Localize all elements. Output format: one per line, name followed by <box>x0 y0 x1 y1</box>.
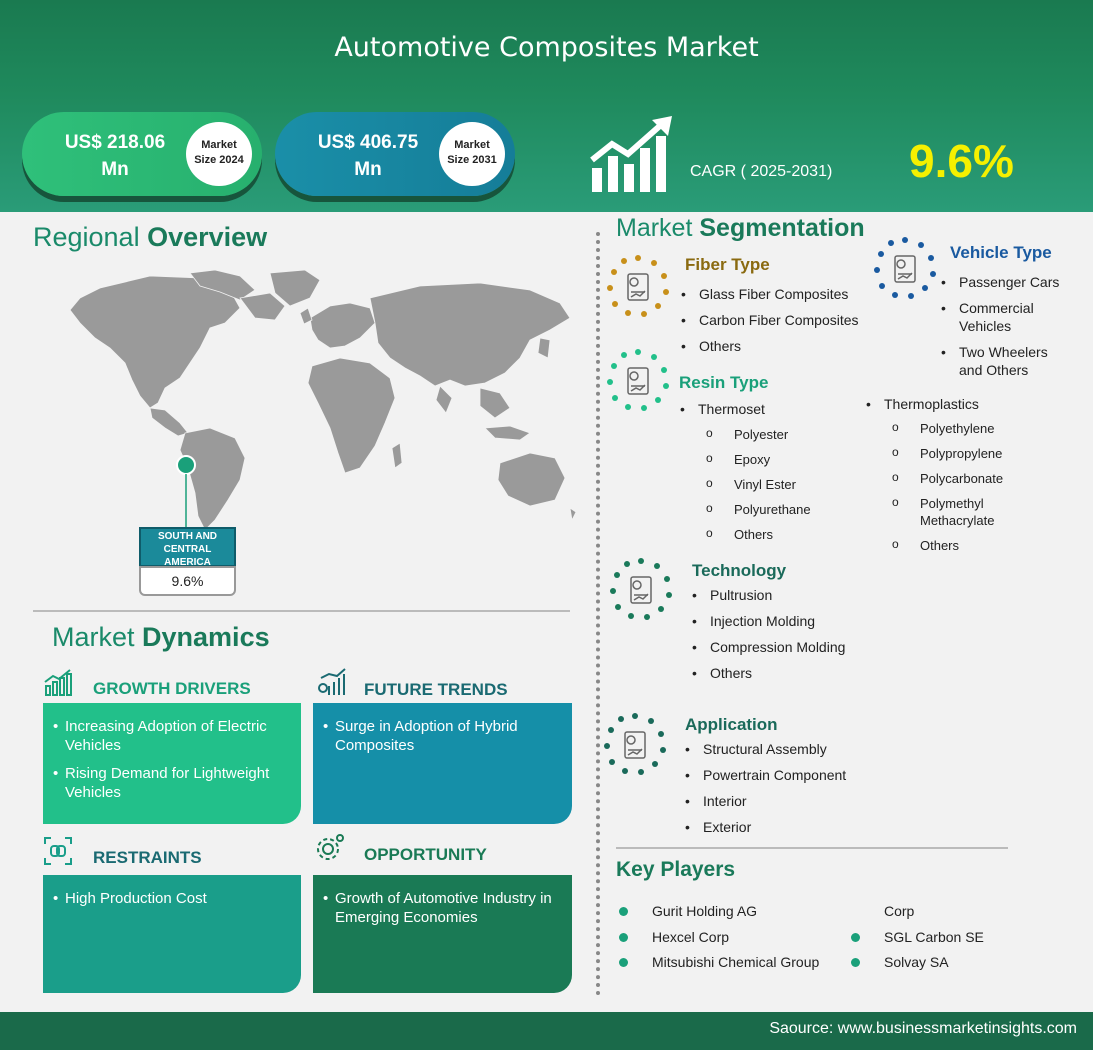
cagr-label: CAGR ( 2025-2031) <box>690 163 833 180</box>
header-banner: Automotive Composites Market US$ 218.06 … <box>0 0 1093 212</box>
list-item: Passenger Cars <box>941 273 1071 291</box>
regional-overview-title: Regional Overview <box>33 222 268 252</box>
technology-report-icon <box>610 558 672 620</box>
key-player-item: Corp <box>884 903 915 919</box>
market-size-2024-card: US$ 218.06 Mn Market Size 2024 <box>22 112 262 196</box>
list-item: Others <box>892 536 1042 554</box>
trend-analysis-icon <box>318 668 346 695</box>
key-player-item: Hexcel Corp <box>652 929 730 945</box>
list-item: Vinyl Ester <box>706 475 846 493</box>
list-item: Commercial Vehicles <box>941 299 1071 335</box>
list-item: Interior <box>685 792 875 810</box>
key-player-item: Gurit Holding AG <box>652 903 758 919</box>
vertical-divider <box>596 232 600 996</box>
section-divider <box>33 610 570 612</box>
gear-icon <box>317 834 344 860</box>
list-item: Others <box>706 525 846 543</box>
bullet-dot <box>619 958 628 967</box>
restraints-card: High Production Cost <box>43 875 301 993</box>
market-size-2024-value: US$ 218.06 Mn <box>64 132 166 180</box>
vehicle-type-report-icon <box>874 237 936 299</box>
market-dynamics-title: Market Dynamics <box>52 622 270 652</box>
bullet-dot <box>619 933 628 942</box>
key-player-item: Solvay SA <box>884 954 949 970</box>
chain-link-icon <box>44 837 72 865</box>
fiber-type-title: Fiber Type <box>685 255 770 274</box>
list-item: Rising Demand for Lightweight Vehicles <box>53 764 291 802</box>
growth-chart-icon <box>590 116 672 192</box>
world-map <box>69 269 577 531</box>
key-player-item: Mitsubishi Chemical Group <box>652 954 820 970</box>
growth-drivers-title: GROWTH DRIVERS <box>93 679 251 698</box>
resin-type-report-icon <box>607 349 669 411</box>
list-item: Others <box>681 337 871 355</box>
thermoplastics-list: Polyethylene Polypropylene Polycarbonate… <box>892 419 1042 554</box>
key-player-item: SGL Carbon SE <box>884 929 984 945</box>
bullet-dot <box>619 907 628 916</box>
thermoset-list: Polyester Epoxy Vinyl Ester Polyurethane… <box>706 425 846 543</box>
key-players-divider <box>616 847 1008 849</box>
thermoset-group: Thermoset <box>680 400 820 418</box>
page-title: Automotive Composites Market <box>334 32 759 63</box>
restraints-title: RESTRAINTS <box>93 848 202 867</box>
thermoplastics-group: Thermoplastics <box>866 395 1026 413</box>
opportunity-card: Growth of Automotive Industry in Emergin… <box>313 875 572 993</box>
list-item: Surge in Adoption of Hybrid Composites <box>323 717 562 755</box>
footer-bar: Saource: www.businessmarketinsights.com <box>0 1012 1093 1050</box>
list-item: Polyurethane <box>706 500 846 518</box>
list-item: Epoxy <box>706 450 846 468</box>
list-item: Glass Fiber Composites <box>681 285 871 303</box>
list-item: Increasing Adoption of Electric Vehicles <box>53 717 291 755</box>
list-item: Polypropylene <box>892 444 1042 462</box>
fiber-type-list: Glass Fiber Composites Carbon Fiber Comp… <box>681 285 871 355</box>
future-trends-card: Surge in Adoption of Hybrid Composites <box>313 703 572 824</box>
list-item: Powertrain Component <box>685 766 875 784</box>
cagr-value: 9.6% <box>909 135 1014 187</box>
resin-type-title: Resin Type <box>679 373 769 392</box>
growth-drivers-card: Increasing Adoption of Electric Vehicles… <box>43 703 301 824</box>
list-item: Polyester <box>706 425 846 443</box>
bullet-dot <box>851 958 860 967</box>
market-segmentation-title: Market Segmentation <box>616 214 865 242</box>
region-value: 9.6% <box>139 566 236 596</box>
opportunity-title: OPPORTUNITY <box>364 845 487 864</box>
list-item: Thermoset <box>680 400 820 418</box>
future-trends-title: FUTURE TRENDS <box>364 680 508 699</box>
list-item: Polyethylene <box>892 419 1042 437</box>
application-title: Application <box>685 715 778 734</box>
bullet-dot <box>851 933 860 942</box>
vehicle-type-title: Vehicle Type <box>950 243 1052 262</box>
technology-list: Pultrusion Injection Molding Compression… <box>692 586 872 682</box>
list-item: High Production Cost <box>53 889 291 908</box>
list-item: Compression Molding <box>692 638 872 656</box>
bar-chart-icon <box>44 669 72 696</box>
source-text: Saource: www.businessmarketinsights.com <box>769 1020 1077 1037</box>
list-item: Polymethyl Methacrylate <box>892 494 1022 529</box>
list-item: Carbon Fiber Composites <box>681 311 871 329</box>
vehicle-type-list: Passenger Cars Commercial Vehicles Two W… <box>941 273 1071 379</box>
market-size-2031-value: US$ 406.75 Mn <box>317 132 419 180</box>
fiber-type-report-icon <box>607 255 669 317</box>
list-item: Polycarbonate <box>892 469 1042 487</box>
list-item: Growth of Automotive Industry in Emergin… <box>323 889 562 927</box>
list-item: Two Wheelers and Others <box>941 343 1071 379</box>
market-size-2031-badge: Market Size 2031 <box>439 122 505 186</box>
list-item: Others <box>692 664 872 682</box>
list-item: Structural Assembly <box>685 740 875 758</box>
technology-title: Technology <box>692 561 787 580</box>
list-item: Exterior <box>685 818 875 836</box>
list-item: Thermoplastics <box>866 395 1026 413</box>
market-size-2024-badge: Market Size 2024 <box>186 122 252 186</box>
region-label-south-central-america: SOUTH AND CENTRAL AMERICA <box>139 527 236 568</box>
application-list: Structural Assembly Powertrain Component… <box>685 740 875 836</box>
market-size-2031-card: US$ 406.75 Mn Market Size 2031 <box>275 112 515 196</box>
key-players-title: Key Players <box>616 858 736 881</box>
application-report-icon <box>604 713 666 775</box>
list-item: Injection Molding <box>692 612 872 630</box>
list-item: Pultrusion <box>692 586 872 604</box>
